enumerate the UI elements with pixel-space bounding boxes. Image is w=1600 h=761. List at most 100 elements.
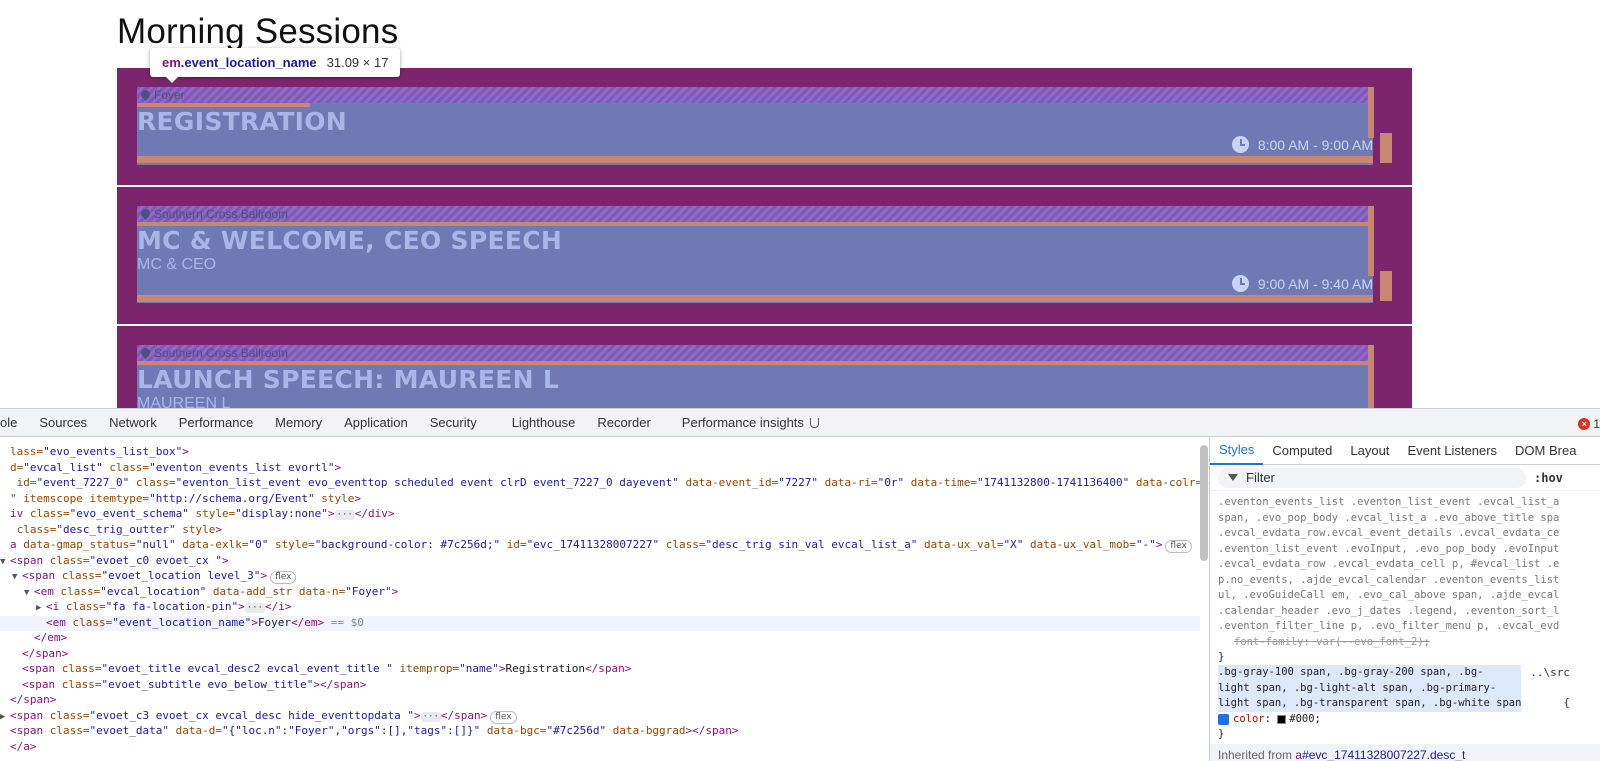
tab-performance[interactable]: Performance bbox=[178, 415, 254, 430]
dom-token: data-ux_val= bbox=[917, 538, 1004, 551]
event-list: Foyer REGISTRATION 8:00 AM - 9:00 AM Sou… bbox=[117, 68, 1412, 418]
selector-line: .evcal_evdata_row.evcal_event_details .e… bbox=[1218, 527, 1560, 539]
selector-line: .bg-gray-100 span, .bg-gray-200 span, .b… bbox=[1218, 665, 1522, 681]
selector-line: light span, .bg-transparent span, .bg-wh… bbox=[1218, 696, 1522, 712]
tab-console[interactable]: ole bbox=[0, 415, 18, 430]
tab-lighthouse[interactable]: Lighthouse bbox=[511, 415, 576, 430]
tab-layout[interactable]: Layout bbox=[1350, 443, 1390, 458]
checkbox-icon[interactable] bbox=[1218, 713, 1229, 725]
tab-recorder[interactable]: Recorder bbox=[597, 415, 651, 430]
dom-token: a bbox=[10, 538, 17, 551]
dom-token: "display:none" bbox=[235, 507, 328, 520]
dom-token: </span> bbox=[22, 646, 69, 660]
flex-badge[interactable]: flex bbox=[490, 710, 517, 724]
location-name: Southern Cross Ballroom bbox=[154, 207, 289, 221]
dom-node-line[interactable]: ▶<span class="evoet_c3 evoet_cx evcal_de… bbox=[0, 709, 517, 725]
location-name: Southern Cross Ballroom bbox=[154, 346, 289, 360]
dom-token: <span bbox=[10, 553, 44, 567]
tab-application[interactable]: Application bbox=[344, 415, 408, 430]
collapsed-ellipsis[interactable]: ··· bbox=[244, 603, 265, 613]
flex-badge[interactable]: flex bbox=[270, 571, 297, 584]
dom-node-line[interactable]: lass="evo_events_list_box"> bbox=[0, 445, 189, 461]
tab-event-listeners[interactable]: Event Listeners bbox=[1407, 443, 1498, 458]
dom-token: ></span> bbox=[685, 724, 739, 737]
event-card[interactable]: Southern Cross Ballroom LAUNCH SPEECH: M… bbox=[117, 326, 1412, 418]
expand-triangle-icon[interactable]: ▼ bbox=[0, 556, 6, 567]
expand-triangle-icon[interactable]: ▶ bbox=[0, 711, 6, 722]
tab-security[interactable]: Security bbox=[429, 415, 477, 430]
flex-badge[interactable]: flex bbox=[1165, 540, 1192, 553]
tab-sources[interactable]: Sources bbox=[39, 415, 88, 430]
selector-line: .evcal_evdata_row .evcal_evdata_cell p, … bbox=[1218, 558, 1560, 570]
dom-token: "eventon_list_event evo_eventtop schedul… bbox=[175, 476, 679, 489]
dom-token: "evo_event_schema" bbox=[69, 507, 189, 520]
dom-node-line[interactable]: <span class="evoet_title evcal_desc2 evc… bbox=[0, 662, 631, 678]
dom-token: "desc_trig sin_val evcal_list_a" bbox=[705, 538, 918, 551]
tab-performance-insights[interactable]: Performance insights bbox=[662, 409, 830, 437]
dom-token: class= bbox=[65, 615, 113, 629]
tab-styles[interactable]: Styles bbox=[1210, 437, 1264, 465]
dom-node-line[interactable]: class="desc_trig_outter" style> bbox=[0, 523, 222, 539]
style-source-link[interactable]: ..\src bbox=[1530, 666, 1570, 679]
dom-node-line[interactable]: iv class="evo_event_schema" style="displ… bbox=[0, 507, 395, 523]
event-location: Foyer bbox=[137, 87, 1373, 103]
error-indicator[interactable]: ×1 bbox=[1578, 417, 1600, 431]
selector-line: .eventon_list_event .evoInput, .evo_pop_… bbox=[1218, 542, 1560, 555]
tab-memory[interactable]: Memory bbox=[275, 415, 323, 430]
dom-node-line[interactable]: a data-gmap_status="null" data-exlk="0" … bbox=[0, 538, 1192, 554]
hov-toggle[interactable]: :hov bbox=[1534, 470, 1563, 485]
style-rule: .eventon_events_list .eventon_list_event… bbox=[1218, 495, 1559, 666]
overridden-declaration[interactable]: font-family: var(--evo_font_2); bbox=[1234, 635, 1430, 648]
event-title[interactable]: REGISTRATION bbox=[137, 107, 347, 136]
dom-node-line[interactable]: ▼<span class="evoet_location level_3">fl… bbox=[0, 569, 297, 585]
event-title[interactable]: LAUNCH SPEECH: MAUREEN L bbox=[137, 365, 560, 394]
location-name: Foyer bbox=[154, 88, 185, 102]
expand-triangle-icon[interactable]: ▶ bbox=[36, 603, 42, 613]
collapsed-ellipsis[interactable]: ··· bbox=[420, 711, 441, 722]
dom-token: data-gmap_status= bbox=[16, 538, 136, 551]
dom-node-line[interactable]: </span> bbox=[0, 647, 68, 663]
dom-node-line[interactable]: </a> bbox=[0, 740, 37, 756]
dom-token: id= bbox=[500, 538, 527, 551]
dom-token: <span bbox=[22, 677, 56, 691]
expand-triangle-icon[interactable]: ▼ bbox=[24, 587, 30, 598]
event-title[interactable]: MC & WELCOME, CEO SPEECH bbox=[137, 226, 563, 255]
dom-node-line[interactable]: id="event_7227_0" class="eventon_list_ev… bbox=[0, 476, 1209, 492]
selector-line: span, .evo_pop_body .evcal_list_a .evo_a… bbox=[1218, 511, 1560, 524]
dom-token: <i bbox=[46, 600, 60, 613]
selected-marker: == $0 bbox=[324, 615, 364, 629]
dom-token: <span bbox=[10, 724, 44, 737]
dom-node-line[interactable]: ▼<em class="evcal_location" data-add_str… bbox=[0, 585, 398, 601]
event-card[interactable]: Southern Cross Ballroom MC & WELCOME, CE… bbox=[117, 187, 1412, 324]
dom-node-line[interactable]: <span class="evoet_subtitle evo_below_ti… bbox=[0, 678, 366, 694]
elements-tree[interactable]: lass="evo_events_list_box">d="evcal_list… bbox=[0, 437, 1209, 761]
event-card[interactable]: Foyer REGISTRATION 8:00 AM - 9:00 AM bbox=[117, 68, 1412, 185]
expand-triangle-icon[interactable]: ▼ bbox=[12, 572, 18, 582]
dom-node-line[interactable]: <span class="evoet_data" data-d="{"loc.n… bbox=[0, 724, 739, 740]
dom-node-line[interactable]: </em> bbox=[0, 631, 67, 647]
dom-node-line[interactable]: ▶<i class="fa fa-location-pin">···</i> bbox=[0, 600, 291, 616]
dom-node-line[interactable]: <em class="event_location_name">Foyer</e… bbox=[0, 615, 1200, 631]
clock-icon bbox=[1231, 136, 1249, 153]
elements-scrollbar[interactable] bbox=[1200, 445, 1208, 561]
style-declaration[interactable]: color: #000; bbox=[1218, 712, 1321, 728]
dom-token: class= bbox=[55, 677, 102, 691]
dom-node-line[interactable]: </span> bbox=[0, 693, 56, 709]
dom-node-line[interactable]: " itemscope itemtype="http://schema.org/… bbox=[0, 492, 361, 508]
collapsed-ellipsis[interactable]: ··· bbox=[334, 510, 355, 520]
color-swatch[interactable] bbox=[1277, 714, 1287, 724]
dom-token: "evoet_title evcal_desc2 evcal_event_tit… bbox=[101, 662, 393, 675]
dom-token: <span bbox=[22, 662, 56, 675]
clock-icon bbox=[1231, 275, 1249, 292]
dom-token: </i> bbox=[264, 600, 292, 613]
dom-node-line[interactable]: d="evcal_list" class="eventon_events_lis… bbox=[0, 461, 341, 477]
dom-token: class= bbox=[43, 708, 90, 722]
tab-network[interactable]: Network bbox=[109, 415, 157, 430]
dom-node-line[interactable]: ▼<span class="evoet_c0 evoet_cx "> bbox=[0, 554, 229, 570]
styles-filter-input[interactable]: Filter bbox=[1218, 467, 1526, 488]
dom-token: data-add_str data-n= bbox=[206, 584, 346, 598]
dom-token: style bbox=[314, 491, 355, 505]
event-subtitle: MC & CEO bbox=[137, 256, 217, 273]
tab-dom-breakpoints[interactable]: DOM Brea bbox=[1515, 443, 1577, 458]
tab-computed[interactable]: Computed bbox=[1272, 443, 1333, 458]
